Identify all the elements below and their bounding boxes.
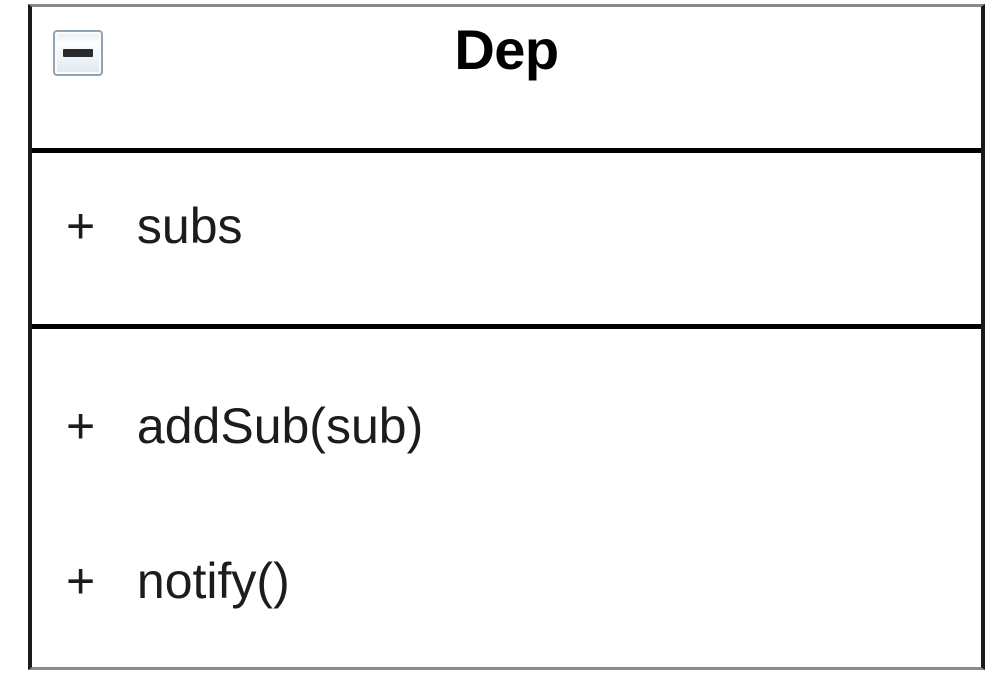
operation-visibility: +	[66, 398, 96, 454]
operation-row[interactable]: + notify()	[66, 556, 290, 606]
attribute-row[interactable]: + subs	[66, 201, 243, 251]
minus-icon-bar	[63, 49, 93, 57]
minus-icon[interactable]	[53, 30, 103, 76]
class-attributes-compartment: + subs	[32, 153, 981, 329]
class-operations-compartment: + addSub(sub) + notify()	[32, 329, 981, 667]
class-name-label: Dep	[454, 18, 559, 81]
operation-name: addSub(sub)	[136, 398, 424, 454]
operation-row[interactable]: + addSub(sub)	[66, 401, 423, 451]
class-header-compartment: Dep	[32, 7, 981, 153]
attribute-name: subs	[136, 198, 243, 254]
operation-name: notify()	[136, 553, 290, 609]
attribute-visibility: +	[66, 198, 96, 254]
operation-visibility: +	[66, 553, 96, 609]
uml-class-box[interactable]: Dep + subs + addSub(sub) + notify()	[28, 4, 985, 670]
